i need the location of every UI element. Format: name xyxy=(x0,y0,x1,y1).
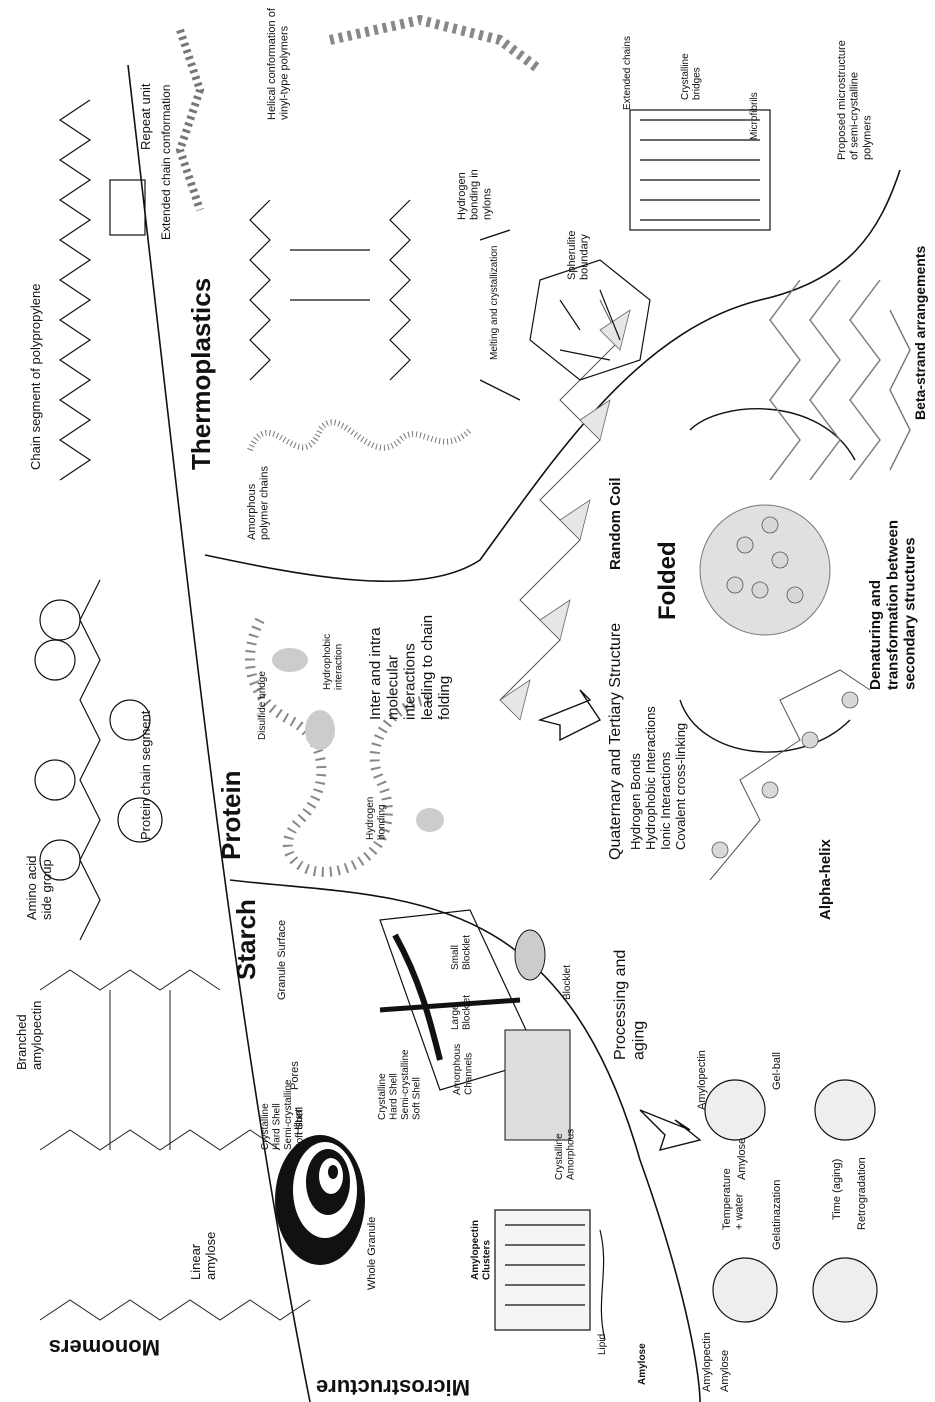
folded-protein-ball xyxy=(700,505,830,635)
label-gel-ball: Gel-ball xyxy=(771,1052,783,1090)
label-extended-chains: Extended chains xyxy=(622,36,633,110)
label-extended: Extended chain conformation xyxy=(159,85,173,240)
label-branched-amylopectin: Branchedamylopectin xyxy=(14,1001,44,1070)
extended-chain xyxy=(180,30,200,210)
label-beta: Beta-strand arrangements xyxy=(912,246,928,420)
label-disulfide: Disulfide bridge xyxy=(257,671,268,740)
label-repeat-unit: Repeat unit xyxy=(138,83,153,150)
melting-arrows xyxy=(480,230,520,400)
label-hbond-nylon: Hydrogenbonding innylons xyxy=(456,169,493,220)
blocklet-shape xyxy=(515,930,545,980)
helical-vinyl xyxy=(330,20,540,70)
label-hydrophobic: Hydrophobicinteraction xyxy=(322,634,345,690)
label-helical: Helical conformation ofvinyl-type polyme… xyxy=(266,7,291,120)
label-small-blocklet: SmallBlocklet xyxy=(450,935,473,970)
label-amylose: Amylose xyxy=(637,1343,648,1385)
label-quaternary: Quaternary and Tertiary Structure xyxy=(607,623,624,860)
label-cryst-bridges: Crystallinebridges xyxy=(680,53,703,100)
label-processing: Processing andaging xyxy=(612,950,647,1060)
label-large-blocklet: LargeBlocklet xyxy=(450,995,473,1030)
label-hbond: Hydrogenbonding xyxy=(365,797,388,840)
label-starch: Starch xyxy=(231,899,261,980)
label-protein-chain: Protein chain segment xyxy=(138,710,153,840)
label-monomers: Monomers xyxy=(49,1335,160,1360)
label-random-coil: Random Coil xyxy=(607,478,624,571)
label-amylose-b: Amylose xyxy=(719,1350,731,1392)
label-retrogradation: Retrogradation xyxy=(856,1157,868,1230)
label-blocklet: Blocklet xyxy=(562,965,573,1000)
label-denaturing: Denaturing andtransformation betweenseco… xyxy=(867,520,919,690)
amorphous-chains xyxy=(250,422,470,450)
label-melting: Melting and crystallization xyxy=(489,246,500,361)
beta-strand-structure xyxy=(770,280,910,480)
label-microstructure: Microstructure xyxy=(316,1375,470,1400)
label-lipid: Lipid xyxy=(597,1334,608,1355)
polypropylene-structure xyxy=(60,100,145,480)
label-amylopectin-clusters: AmylopectinClusters xyxy=(470,1220,493,1280)
label-whole-granule: Whole Granule xyxy=(366,1217,378,1290)
label-quaternary-items: Hydrogen BondsHydrophobic InteractionsIo… xyxy=(628,706,688,850)
starch-granule xyxy=(275,1135,365,1265)
amylopectin-clusters-diagram xyxy=(495,1210,605,1340)
crystalline-block xyxy=(505,1030,570,1140)
label-time-aging: Time (aging) xyxy=(831,1159,843,1220)
label-amylose-a: Amylose xyxy=(736,1138,748,1180)
label-thermoplastics: Thermoplastics xyxy=(186,278,216,470)
label-pp-chain: Chain segment of polypropylene xyxy=(28,284,43,470)
label-interactions: Inter and intramolecularinteractionslead… xyxy=(367,615,453,720)
label-amorphous-channels: AmorphousChannels xyxy=(452,1044,475,1095)
label-alpha-helix: Alpha-helix xyxy=(817,838,834,920)
label-granule-surface: Granule Surface xyxy=(276,920,288,1000)
label-gelatinization: Gelatinazation xyxy=(771,1180,783,1250)
label-linear-amylose: Linearamylose xyxy=(188,1232,218,1280)
label-cryst-amorph: CrystallineAmorphous xyxy=(554,1129,577,1180)
nylon-hbond-structure xyxy=(250,200,410,380)
label-amorphous: Amorphouspolymer chains xyxy=(246,466,271,540)
label-amylopectin-b: Amylopectin xyxy=(701,1332,713,1392)
label-amino-side: Amino acidside group xyxy=(24,856,54,920)
label-amylopectin-a: Amylopectin xyxy=(696,1050,708,1110)
label-shells-2: CrystallineHard ShellSemi-crystallineSof… xyxy=(377,1049,423,1120)
alpha-helix-structure xyxy=(710,670,870,880)
label-hilum: Hilum xyxy=(293,1107,305,1135)
label-proposed: Proposed microstructureof semi-crystalli… xyxy=(836,40,873,160)
label-microfibrils: Microfibrils xyxy=(749,92,760,140)
label-spherulite: Spheruliteboundary xyxy=(566,230,591,280)
label-folded: Folded xyxy=(654,541,681,620)
label-protein: Protein xyxy=(216,770,246,860)
